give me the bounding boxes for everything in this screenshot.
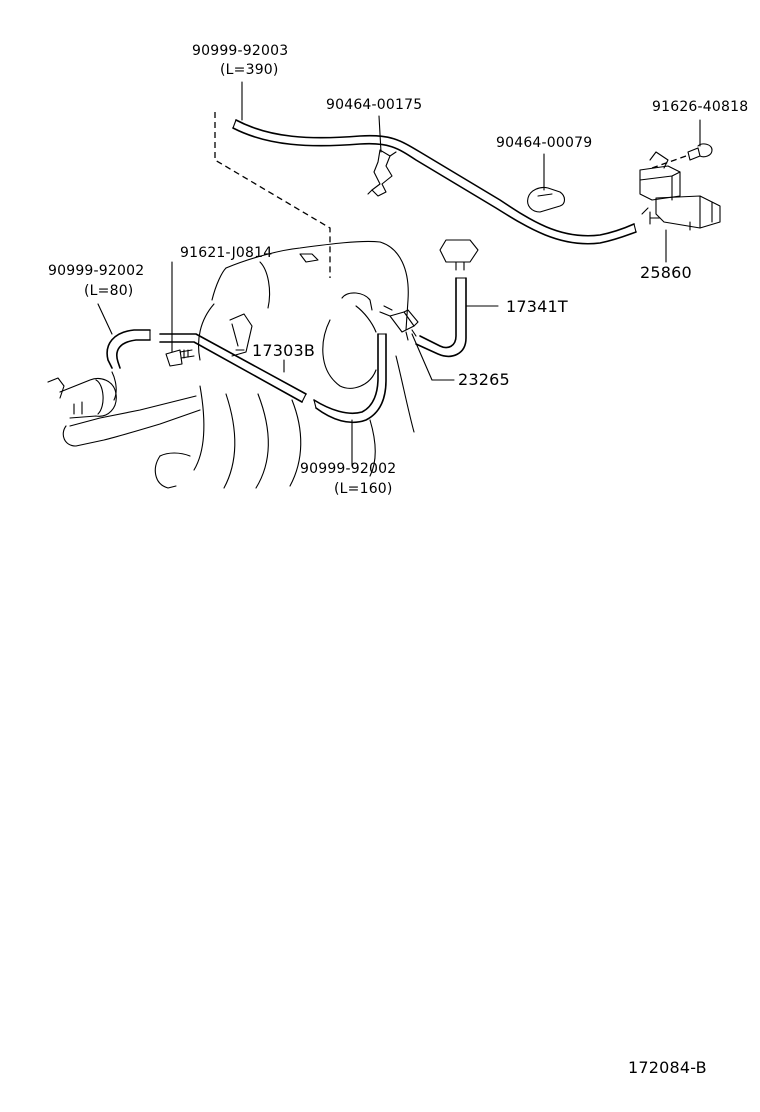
fitting (379, 305, 419, 341)
callout-hose-top-part: 90999-92003 (192, 43, 289, 59)
reference-dashed-line (214, 112, 331, 278)
throttle-body (47, 371, 201, 447)
callout-bolt-left: 91621-J0814 (180, 245, 273, 261)
callout-pipe-lower: 17303B (252, 341, 316, 360)
leader-lines (97, 81, 701, 467)
hose-top-inner (232, 127, 637, 245)
callout-hose-top-length: (L=390) (220, 62, 279, 78)
intake-manifold (154, 240, 415, 489)
vsv-valve (639, 151, 721, 231)
clamp-right (527, 186, 566, 213)
screw-top-right (651, 143, 713, 169)
callout-clamp-upper: 90464-00175 (326, 97, 423, 113)
callout-hose-long-part: 90999-92002 (300, 461, 397, 477)
hose-vertical (419, 277, 457, 349)
callout-fitting: 23265 (458, 370, 510, 389)
callout-clamp-right: 90464-00079 (496, 135, 593, 151)
callout-hose-long-length: (L=160) (334, 481, 393, 497)
callout-screw-top-right: 91626-40818 (652, 99, 749, 115)
figure-id: 172084-B (628, 1058, 707, 1077)
callout-valve-vsv: 25860 (640, 263, 692, 282)
callout-hose-short-length: (L=80) (84, 283, 134, 299)
hose-long (313, 333, 379, 415)
callout-hose-short-part: 90999-92002 (48, 263, 145, 279)
hose-cap (439, 239, 479, 263)
clamp-upper (367, 149, 397, 197)
hose-short (106, 329, 151, 369)
bolt-left (165, 349, 195, 367)
callout-hose-vertical: 17341T (506, 297, 568, 316)
hose-top (235, 119, 635, 237)
